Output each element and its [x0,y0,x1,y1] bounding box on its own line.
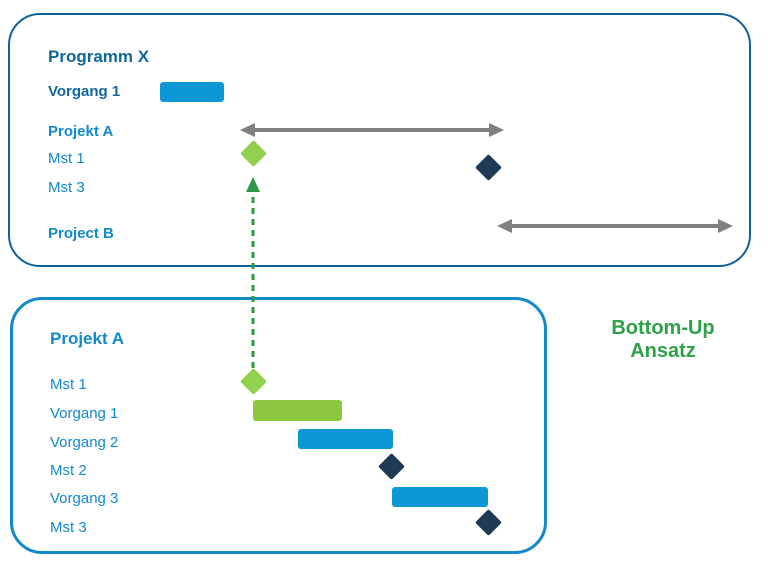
gantt-bar-project-vorgang-2 [298,429,393,449]
program-row-label-mst-1: Mst 1 [48,150,85,167]
gantt-bar-project-vorgang-3 [392,487,488,507]
gantt-bar-project-vorgang-1 [253,400,342,421]
project-row-label-mst-2: Mst 2 [50,462,87,479]
program-row-label-mst-3: Mst 3 [48,179,85,196]
bottom-up-annotation: Bottom-Up Ansatz [578,317,748,363]
duration-arrow-project-b [497,219,733,233]
annotation-line-2: Ansatz [630,340,696,362]
project-row-label-mst-3: Mst 3 [50,519,87,536]
project-row-label-vorgang-2: Vorgang 2 [50,434,119,451]
project-panel [10,297,547,554]
annotation-line-1: Bottom-Up [611,317,715,339]
project-row-label-vorgang-3: Vorgang 3 [50,490,119,507]
bottom-up-link-arrow [246,177,260,368]
program-row-label-vorgang-1: Vorgang 1 [48,83,121,100]
project-row-label-vorgang-1: Vorgang 1 [50,405,119,422]
gantt-bar-program-vorgang-1 [160,82,224,102]
program-row-label-projekt-a: Projekt A [48,123,114,140]
program-title: Programm X [48,47,150,66]
program-row-label-project-b: Project B [48,225,114,242]
project-title: Projekt A [50,329,125,348]
project-row-label-mst-1: Mst 1 [50,376,87,393]
duration-arrow-projekt-a [240,123,504,137]
